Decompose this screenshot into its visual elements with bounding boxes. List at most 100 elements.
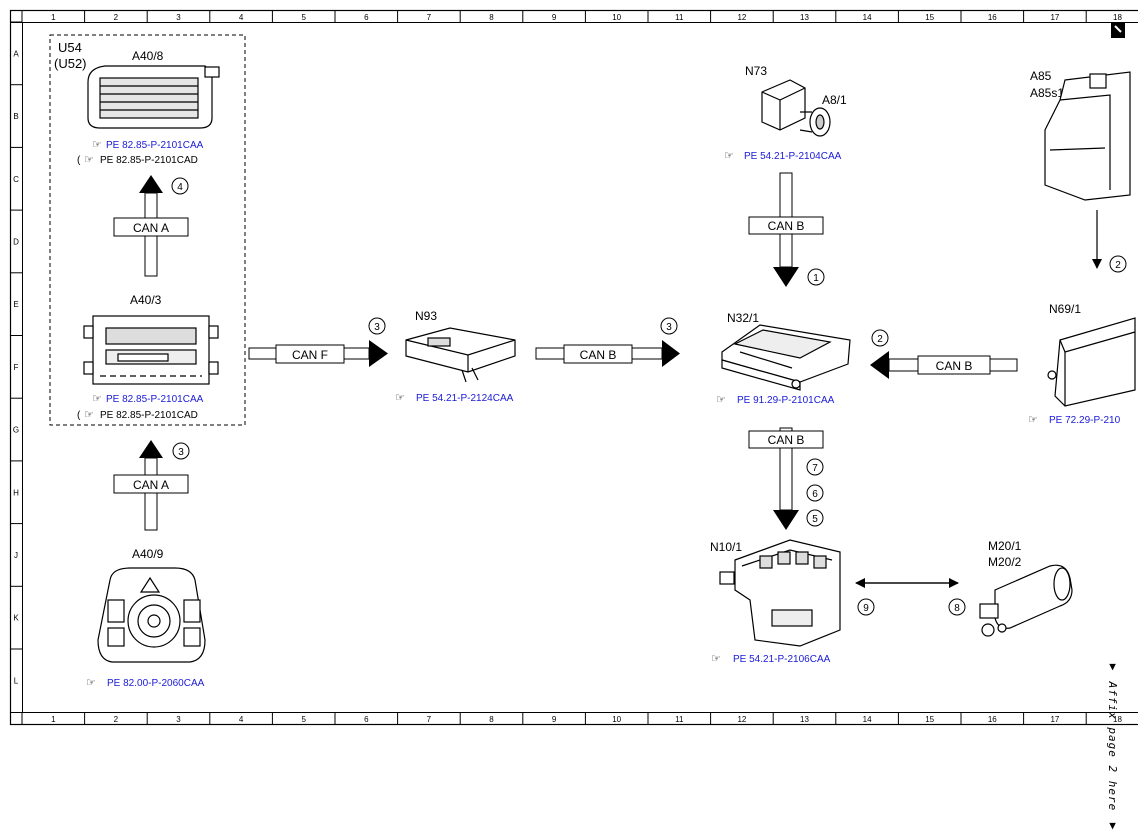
n10-1-label: N10/1 [710, 540, 742, 554]
n10-1-ref-link[interactable]: ☞ PE 54.21-P-2106CAA [711, 653, 831, 665]
column-label: 13 [800, 13, 809, 22]
n69-1-ref-link[interactable]: ☞ PE 72.29-P-210 [1028, 414, 1121, 426]
column-label: 9 [552, 715, 557, 724]
a40-9-label: A40/9 [132, 547, 164, 561]
marker-6: 6 [807, 485, 823, 501]
row-label: D [13, 237, 19, 246]
m20-motor [980, 565, 1072, 636]
n32-1-module [722, 325, 850, 390]
a40-8-ref-link[interactable]: ☞ PE 82.85-P-2101CAA [92, 139, 204, 151]
column-label: 10 [612, 13, 621, 22]
can-b-right-label: CAN B [936, 359, 973, 373]
n93-label: N93 [415, 309, 437, 323]
column-label: 12 [737, 715, 746, 724]
manual-ref-icon: ☞ [716, 394, 726, 406]
a40-3-alt-ref: ( ☞ PE 82.85-P-2101CAD [77, 409, 198, 421]
n73-ref-link[interactable]: ☞ PE 54.21-P-2104CAA [724, 150, 842, 162]
marker-8: 8 [949, 599, 965, 615]
n32-1-label: N32/1 [727, 311, 759, 325]
column-label: 10 [612, 715, 621, 724]
svg-text:5: 5 [812, 514, 818, 525]
a40-8-label: A40/8 [132, 49, 164, 63]
svg-text:1: 1 [813, 273, 819, 284]
row-label: B [13, 112, 18, 121]
row-label: J [14, 551, 18, 560]
row-label: F [14, 363, 19, 372]
n73-ref[interactable]: PE 54.21-P-2104CAA [744, 151, 842, 162]
a40-3-ref-link[interactable]: ☞ PE 82.85-P-2101CAA [92, 393, 204, 405]
a85s1-label: A85s1 [1030, 86, 1064, 100]
can-b-bottom-label: CAN B [768, 433, 805, 447]
a40-8-ref[interactable]: PE 82.85-P-2101CAA [106, 140, 204, 151]
row-label: L [14, 676, 19, 685]
marker-4: 4 [172, 178, 188, 194]
column-label: 3 [176, 715, 181, 724]
n93-ref[interactable]: PE 54.21-P-2124CAA [416, 393, 514, 404]
a40-8-alt-ref-text: PE 82.85-P-2101CAD [100, 155, 198, 166]
marker-3-can-f: 3 [369, 318, 385, 334]
can-b-mid-arrow: CAN B [536, 340, 680, 367]
n73-label: N73 [745, 64, 767, 78]
u54-sublabel: (U52) [54, 56, 87, 71]
n32-1-ref[interactable]: PE 91.29-P-2101CAA [737, 395, 835, 406]
column-label: 3 [176, 13, 181, 22]
column-label: 13 [800, 715, 809, 724]
a85-label: A85 [1030, 69, 1052, 83]
column-label: 12 [737, 13, 746, 22]
column-label: 1 [51, 715, 56, 724]
svg-text:3: 3 [666, 322, 672, 333]
a40-9-switch-panel [98, 568, 205, 662]
n10-1-sam-module [720, 540, 840, 646]
affix-page-note: ▼ Affix page 2 here ▼ [1105, 660, 1119, 833]
manual-ref-icon: ☞ [1028, 414, 1038, 426]
column-label: 14 [863, 715, 872, 724]
svg-text:7: 7 [812, 463, 818, 474]
can-a-upper-label: CAN A [133, 221, 169, 235]
column-label: 11 [675, 13, 684, 22]
can-f-label: CAN F [292, 348, 328, 362]
column-label: 5 [301, 13, 306, 22]
svg-text:4: 4 [177, 182, 183, 193]
corner-page-icon [1109, 20, 1129, 40]
column-label: 1 [51, 13, 56, 22]
n32-1-ref-link[interactable]: ☞ PE 91.29-P-2101CAA [716, 394, 835, 406]
column-label: 17 [1050, 13, 1059, 22]
svg-text:2: 2 [877, 334, 883, 345]
column-label: 17 [1050, 715, 1059, 724]
can-b-top-label: CAN B [768, 219, 805, 233]
svg-text:9: 9 [863, 603, 869, 614]
manual-ref-icon: ☞ [84, 154, 94, 166]
column-label: 15 [925, 13, 934, 22]
n69-1-module [1048, 318, 1135, 406]
marker-3-left: 3 [173, 443, 189, 459]
column-label: 6 [364, 715, 369, 724]
n93-ref-link[interactable]: ☞ PE 54.21-P-2124CAA [395, 392, 514, 404]
a40-8-alt-ref: ( ☞ PE 82.85-P-2101CAD [77, 154, 198, 166]
svg-text:8: 8 [954, 603, 960, 614]
column-label: 5 [301, 715, 306, 724]
n69-1-ref[interactable]: PE 72.29-P-210 [1049, 415, 1121, 426]
m20-2-label: M20/2 [988, 555, 1022, 569]
a40-9-ref-link[interactable]: ☞ PE 82.00-P-2060CAA [86, 677, 205, 689]
manual-ref-icon: ☞ [395, 392, 405, 404]
manual-ref-icon: ☞ [724, 150, 734, 162]
a40-9-ref[interactable]: PE 82.00-P-2060CAA [107, 678, 205, 689]
m20-1-label: M20/1 [988, 539, 1022, 553]
can-b-mid-label: CAN B [580, 348, 617, 362]
svg-text:3: 3 [374, 322, 380, 333]
a40-3-ref[interactable]: PE 82.85-P-2101CAA [106, 394, 204, 405]
u54-label: U54 [58, 40, 82, 55]
manual-ref-icon: ☞ [84, 409, 94, 421]
marker-5: 5 [807, 510, 823, 526]
row-label: H [13, 488, 19, 497]
a40-3-label: A40/3 [130, 293, 162, 307]
marker-2-can-b: 2 [872, 330, 888, 346]
a40-3-alt-ref-text: PE 82.85-P-2101CAD [100, 410, 198, 421]
column-label: 7 [427, 715, 432, 724]
row-label: C [13, 175, 19, 184]
n10-1-ref[interactable]: PE 54.21-P-2106CAA [733, 654, 831, 665]
marker-9: 9 [858, 599, 874, 615]
can-f-arrow: CAN F [249, 340, 388, 367]
manual-ref-icon: ☞ [92, 393, 102, 405]
